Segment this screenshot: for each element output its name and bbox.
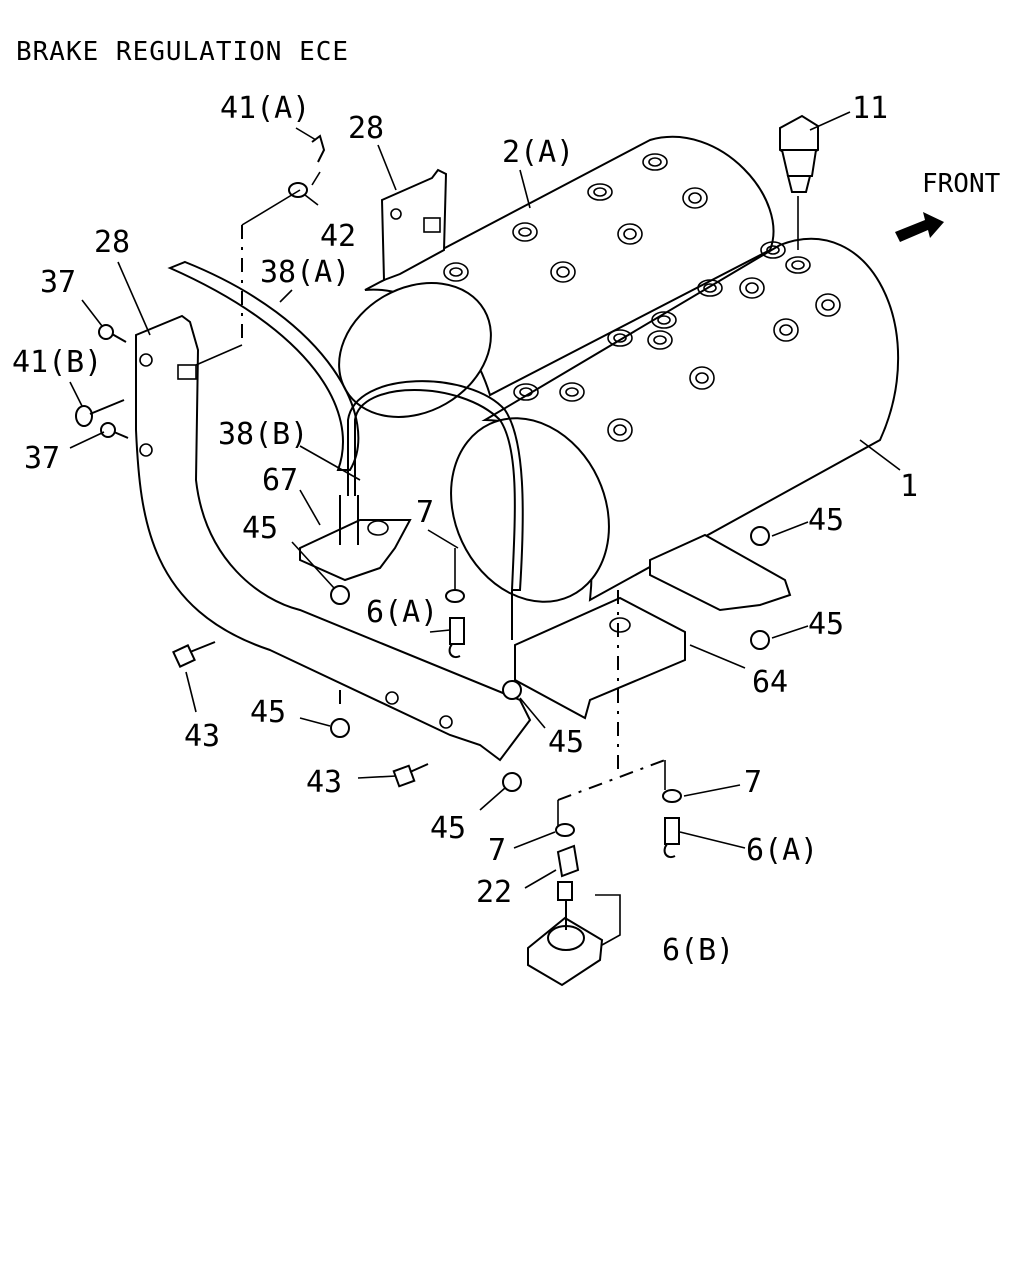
drain-valve-11 bbox=[779, 114, 819, 250]
bolt-37-icons bbox=[98, 324, 129, 439]
bolt-41b-icon bbox=[75, 399, 125, 427]
bracket-28-top bbox=[380, 168, 448, 282]
callout-45-c: 45 bbox=[808, 607, 844, 642]
callout-67: 67 bbox=[262, 463, 298, 498]
callout-28-top: 28 bbox=[348, 111, 384, 146]
bolt-43-icons bbox=[172, 641, 429, 788]
diagram-title: BRAKE REGULATION ECE bbox=[16, 37, 349, 67]
strap-38b bbox=[347, 380, 524, 591]
adaptor-22-icon bbox=[556, 844, 580, 878]
callout-41b: 41(B) bbox=[12, 345, 102, 380]
callout-45-f: 45 bbox=[430, 811, 466, 846]
callout-41a: 41(A) bbox=[220, 91, 310, 126]
pin-41a-icon bbox=[311, 134, 326, 163]
callout-43-left: 43 bbox=[184, 719, 220, 754]
callout-38b: 38(B) bbox=[218, 417, 308, 452]
callout-37-upper: 37 bbox=[40, 265, 76, 300]
leader-lines bbox=[69, 111, 901, 889]
callout-11: 11 bbox=[852, 91, 888, 126]
bracket-28-left bbox=[135, 314, 532, 762]
callout-7-lower: 7 bbox=[488, 833, 506, 868]
callout-45-b: 45 bbox=[808, 503, 844, 538]
front-arrow-icon bbox=[895, 212, 944, 242]
nut-45-icons bbox=[330, 526, 770, 792]
callout-37-lower: 37 bbox=[24, 441, 60, 476]
bracket-64 bbox=[514, 596, 686, 720]
callout-43-lower: 43 bbox=[306, 765, 342, 800]
callout-45-d: 45 bbox=[250, 695, 286, 730]
callout-45-a: 45 bbox=[242, 511, 278, 546]
callout-22: 22 bbox=[476, 875, 512, 910]
callout-7-upper: 7 bbox=[416, 495, 434, 530]
front-label: FRONT bbox=[922, 169, 1001, 199]
callout-45-e: 45 bbox=[548, 725, 584, 760]
callout-6b: 6(B) bbox=[662, 933, 734, 968]
callout-1: 1 bbox=[900, 469, 918, 504]
rear-bracket bbox=[649, 533, 792, 612]
callout-6a-lower: 6(A) bbox=[746, 833, 818, 868]
callout-6a-upper: 6(A) bbox=[366, 595, 438, 630]
valve-6b bbox=[527, 881, 604, 987]
callout-7-right: 7 bbox=[744, 765, 762, 800]
callout-64: 64 bbox=[752, 665, 788, 700]
strap-38a bbox=[167, 260, 360, 471]
callout-42: 42 bbox=[320, 219, 356, 254]
bracket-67 bbox=[299, 519, 412, 582]
callout-2a: 2(A) bbox=[502, 135, 574, 170]
callout-28-left: 28 bbox=[94, 225, 130, 260]
fitting-6a-icons bbox=[448, 617, 680, 858]
air-tank-1 bbox=[450, 237, 900, 603]
washer-7-icons bbox=[445, 589, 682, 837]
callout-38a: 38(A) bbox=[260, 255, 350, 290]
